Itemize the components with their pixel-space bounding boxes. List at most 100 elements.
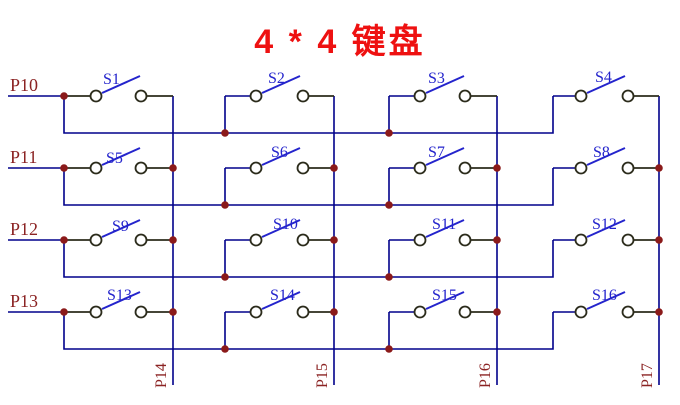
switch-S9: S9	[89, 218, 173, 247]
junction-dot	[655, 308, 663, 316]
switch-lever-icon	[425, 75, 465, 94]
row-P13: P13	[8, 291, 554, 350]
switch-lever-icon	[425, 147, 465, 166]
switch-contact	[296, 89, 310, 103]
switch-lever-icon	[586, 75, 626, 94]
switch-contact	[621, 161, 635, 175]
switch-contact	[574, 89, 588, 103]
row-P10: P10	[8, 75, 554, 134]
switch-S5: S5	[89, 147, 173, 175]
switch-contact	[413, 233, 427, 247]
switch-contact	[574, 233, 588, 247]
switch-lever-icon	[101, 147, 141, 166]
junction-dot	[385, 201, 393, 209]
switch-S6: S6	[225, 144, 334, 175]
switch-lever-icon	[586, 147, 626, 166]
row-port-label: P10	[10, 75, 38, 95]
row-bus-wire	[63, 240, 554, 278]
junction-dot	[385, 129, 393, 137]
switch-label: S12	[592, 216, 617, 233]
row-bus-wire	[63, 312, 554, 350]
switch-contact	[296, 305, 310, 319]
row-port-label: P12	[10, 219, 38, 239]
switch-contact	[458, 161, 472, 175]
switch-S7: S7	[389, 144, 497, 175]
junction-dot	[221, 201, 229, 209]
switch-label: S13	[107, 287, 132, 304]
switch-contact	[89, 161, 103, 175]
switch-lever-icon	[101, 75, 141, 94]
column-port-label: P14	[153, 363, 170, 388]
switch-label: S1	[103, 71, 120, 88]
switch-label: S3	[428, 70, 445, 87]
switch-contact	[134, 305, 148, 319]
switch-label: S15	[432, 287, 457, 304]
switch-label: S5	[106, 150, 123, 167]
switch-contact	[249, 89, 263, 103]
switch-S13: S13	[89, 287, 173, 319]
junction-dot	[169, 308, 177, 316]
junction-dot	[493, 164, 501, 172]
switch-S4: S4	[553, 69, 659, 103]
switch-S11: S11	[389, 216, 497, 247]
switch-contact	[89, 89, 103, 103]
switch-label: S8	[593, 144, 610, 161]
row-port-label: P13	[10, 291, 38, 311]
switch-contact	[458, 305, 472, 319]
switch-contact	[621, 89, 635, 103]
switch-contact	[413, 161, 427, 175]
switch-contact	[249, 305, 263, 319]
column-port-label: P15	[314, 363, 331, 388]
junction-dot	[385, 345, 393, 353]
row-P12: P12	[8, 219, 554, 278]
junction-dot	[655, 236, 663, 244]
switch-contact	[296, 161, 310, 175]
row-port-label: P11	[10, 147, 37, 167]
switch-S2: S2	[225, 70, 334, 103]
junction-dot	[221, 273, 229, 281]
diagram-title: 4 * 4 键盘	[254, 23, 426, 61]
switch-S16: S16	[553, 287, 659, 319]
switch-contact	[249, 161, 263, 175]
switch-contact	[458, 233, 472, 247]
switch-contact	[296, 233, 310, 247]
junction-dot	[60, 92, 68, 100]
switch-S1: S1	[89, 71, 173, 103]
switch-lever-icon	[261, 75, 301, 94]
switch-contact	[458, 89, 472, 103]
row-P11: P11	[8, 147, 554, 206]
switch-S14: S14	[225, 287, 334, 319]
switch-label: S4	[595, 69, 612, 86]
switch-label: S16	[592, 287, 617, 304]
junction-dot	[330, 308, 338, 316]
switch-contact	[621, 305, 635, 319]
switch-contact	[621, 233, 635, 247]
switch-contact	[134, 233, 148, 247]
switch-contact	[574, 305, 588, 319]
junction-dot	[169, 164, 177, 172]
switch-lever-icon	[586, 219, 626, 238]
junction-dot	[493, 308, 501, 316]
junction-dots	[60, 92, 663, 353]
switch-contact	[413, 305, 427, 319]
junction-dot	[60, 164, 68, 172]
junction-dot	[493, 236, 501, 244]
junction-dot	[169, 236, 177, 244]
switch-contact	[134, 161, 148, 175]
switch-lever-icon	[425, 291, 465, 310]
switch-contact	[413, 89, 427, 103]
switch-lever-icon	[586, 291, 626, 310]
switch-label: S6	[271, 144, 288, 161]
switch-S10: S10	[225, 216, 334, 247]
switch-contact	[89, 305, 103, 319]
junction-dot	[330, 164, 338, 172]
switch-label: S10	[273, 216, 298, 233]
column-port-label: P16	[477, 363, 494, 388]
switch-S8: S8	[553, 144, 659, 175]
switch-contact	[574, 161, 588, 175]
switch-lever-icon	[425, 219, 465, 238]
switch-lever-icon	[101, 219, 141, 238]
switch-contact	[249, 233, 263, 247]
switch-label: S7	[428, 144, 445, 161]
